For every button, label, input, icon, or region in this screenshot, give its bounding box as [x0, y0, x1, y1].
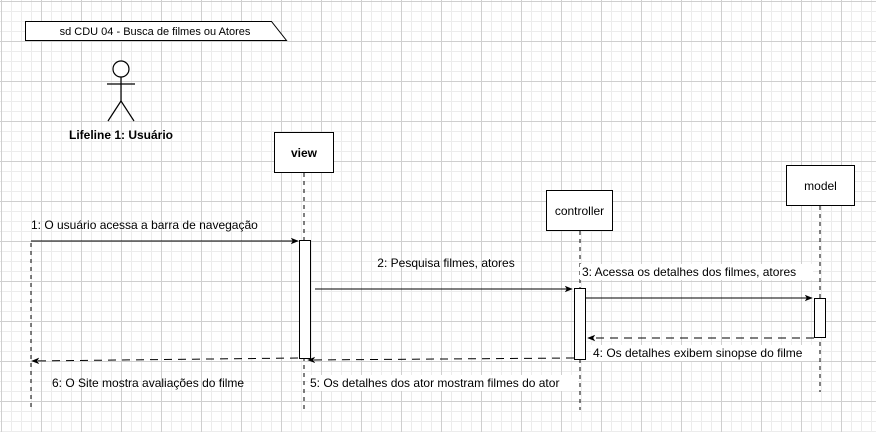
message-1: 1: O usuário acessa a barra de navegação: [31, 218, 299, 245]
activation-controller: [574, 288, 586, 360]
message-6-label: 6: O Site mostra avaliações do filme: [52, 376, 244, 390]
message-5-label-bg: [308, 375, 578, 391]
activation-view: [299, 240, 311, 359]
lifeline-controller: controller: [546, 190, 613, 410]
message-5: 5: Os detalhes dos ator mostram filmes d…: [307, 356, 578, 391]
message-1-label: 1: O usuário acessa a barra de navegação: [31, 218, 258, 232]
message-6: 6: O Site mostra avaliações do filme: [31, 357, 299, 390]
message-2: 2: Pesquisa filmes, atores: [315, 256, 573, 293]
message-4: 4: Os detalhes exibem sinopse do filme: [587, 334, 819, 361]
message-4-label: 4: Os detalhes exibem sinopse do filme: [593, 346, 803, 360]
message-3-label: 3: Acessa os detalhes dos filmes, atores: [582, 265, 796, 279]
actor-user: Lifeline 1: Usuário: [69, 60, 173, 142]
message-2-label: 2: Pesquisa filmes, atores: [377, 256, 514, 270]
stick-figure-icon: [107, 60, 135, 122]
lifeline-controller-label: controller: [555, 204, 604, 218]
message-4-label-bg: [591, 345, 819, 361]
lifeline-model: model: [786, 165, 855, 392]
actor-label: Lifeline 1: Usuário: [69, 128, 173, 142]
message-5-label: 5: Os detalhes dos ator mostram filmes d…: [310, 376, 559, 390]
lifeline-view-label: view: [291, 146, 318, 160]
lifeline-view: view: [274, 132, 334, 410]
message-3-label-bg: [580, 264, 813, 280]
activation-model: [814, 298, 826, 338]
message-3: 3: Acessa os detalhes dos filmes, atores: [580, 264, 813, 302]
lifeline-model-label: model: [804, 179, 837, 193]
frame-title: sd CDU 04 - Busca de filmes ou Atores: [60, 26, 251, 38]
frame-title-tab: sd CDU 04 - Busca de filmes ou Atores: [25, 21, 288, 41]
